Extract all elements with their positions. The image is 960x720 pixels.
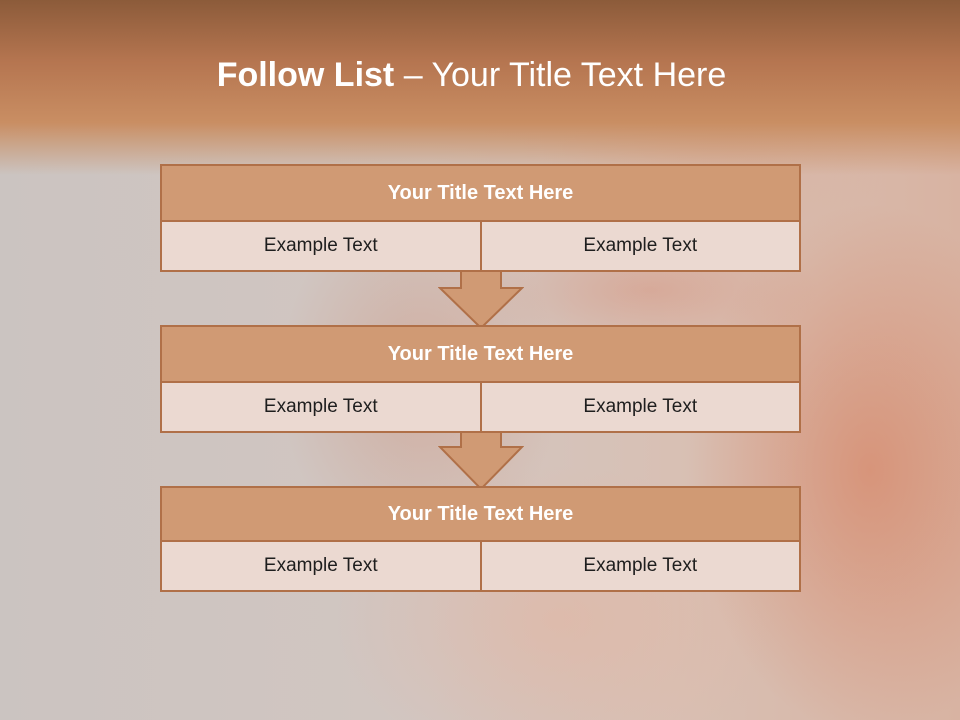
slide-title: Follow List – Your Title Text Here: [0, 52, 943, 98]
block-cell-left: Example Text: [263, 555, 378, 576]
title-band: [0, 0, 960, 175]
block-cell-left: Example Text: [263, 235, 378, 256]
down-arrow-icon: [438, 270, 524, 330]
block-body: Example Text Example Text: [160, 383, 801, 433]
block-body: Example Text Example Text: [160, 542, 801, 592]
block-cell-right: Example Text: [479, 542, 800, 590]
list-block-2: Your Title Text Here Example Text Exampl…: [160, 325, 801, 433]
block-body: Example Text Example Text: [160, 222, 801, 272]
block-cell-left: Example Text: [263, 396, 378, 417]
slide-title-bold: Follow List: [216, 56, 395, 94]
block-title: Your Title Text Here: [160, 486, 801, 542]
block-title: Your Title Text Here: [160, 164, 801, 222]
list-block-1: Your Title Text Here Example Text Exampl…: [160, 164, 801, 272]
list-block-3: Your Title Text Here Example Text Exampl…: [160, 486, 801, 592]
block-title: Your Title Text Here: [160, 325, 801, 383]
block-cell-right: Example Text: [479, 222, 800, 270]
down-arrow-icon: [438, 431, 524, 491]
block-cell-right: Example Text: [479, 383, 800, 431]
slide-title-rest: – Your Title Text Here: [403, 56, 727, 94]
